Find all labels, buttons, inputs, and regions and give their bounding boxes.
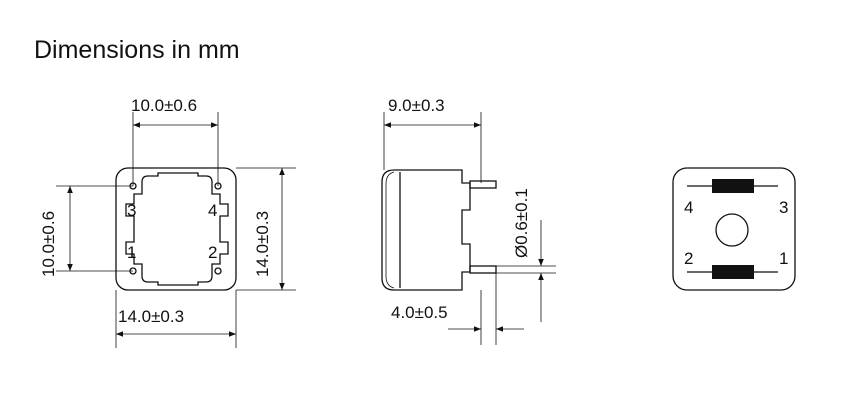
- dim-label-right-height: 14.0±0.3: [253, 211, 272, 277]
- dim-label-top-width: 10.0±0.6: [131, 96, 197, 115]
- pin-label-3: 3: [127, 201, 136, 220]
- schematic-view: 4 3 2 1: [672, 167, 796, 291]
- pin-label-2: 2: [208, 243, 217, 262]
- schematic-pin-label-2: 2: [684, 249, 693, 268]
- winding-upper: [712, 179, 754, 193]
- page-title: Dimensions in mm: [34, 36, 240, 64]
- dim-label-bottom-width: 14.0±0.3: [118, 307, 184, 326]
- pin-label-1: 1: [127, 243, 136, 262]
- pin-hole-2: [214, 267, 222, 275]
- center-hole: [715, 213, 749, 247]
- top-view: 3 4 1 2 10.0±0.6 10.0±0.6 14.0±0.3 14.0±…: [39, 96, 296, 348]
- side-view-body: [381, 169, 471, 291]
- winding-lower: [712, 265, 754, 279]
- side-view: 9.0±0.3 Ø0.6±0.1 4.0±0.5: [381, 96, 556, 345]
- dim-label-pin-diameter: Ø0.6±0.1: [512, 188, 531, 258]
- top-view-outer-body: [115, 167, 237, 291]
- dim-label-left-height: 10.0±0.6: [39, 211, 58, 277]
- side-view-pin-upper: [469, 180, 497, 189]
- side-view-pin-lower: [469, 265, 497, 274]
- schematic-pin-label-3: 3: [779, 198, 788, 217]
- dim-label-side-depth: 9.0±0.3: [388, 96, 445, 115]
- pin-label-4: 4: [208, 201, 217, 220]
- dim-label-pin-length: 4.0±0.5: [391, 303, 448, 322]
- schematic-pin-label-1: 1: [779, 249, 788, 268]
- schematic-pin-label-4: 4: [684, 198, 693, 217]
- top-view-inner-outline: [125, 172, 229, 286]
- schematic-outline: [672, 167, 796, 291]
